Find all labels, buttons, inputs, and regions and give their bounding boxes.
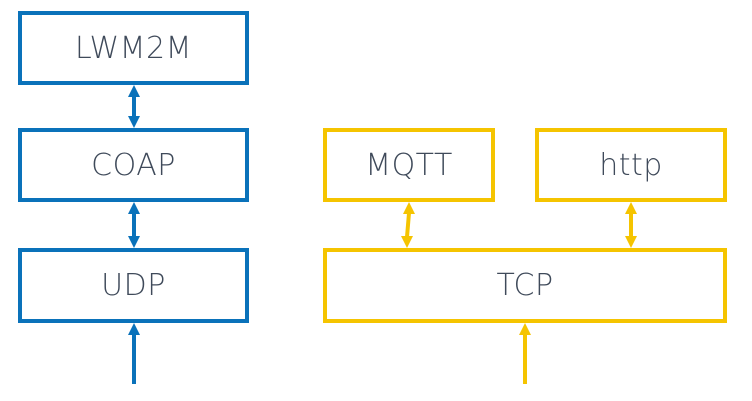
udp-label: UDP bbox=[101, 268, 166, 303]
mqtt-label: MQTT bbox=[365, 147, 453, 183]
http-tcp-arrow bbox=[625, 202, 637, 248]
tcp-label: TCP bbox=[496, 268, 554, 303]
lwm2m-box: LWM2M bbox=[18, 11, 249, 85]
mqtt-tcp-arrow bbox=[401, 202, 415, 248]
coap-box: COAP bbox=[18, 128, 249, 202]
coap-label: COAP bbox=[91, 147, 176, 183]
udp-box: UDP bbox=[18, 248, 249, 323]
http-box: http bbox=[535, 128, 727, 202]
udp-input-arrow bbox=[128, 323, 140, 384]
lwm2m-label: LWM2M bbox=[75, 30, 192, 66]
http-label: http bbox=[599, 147, 663, 183]
coap-udp-arrow bbox=[128, 202, 140, 248]
lwm2m-coap-arrow bbox=[128, 85, 140, 128]
tcp-input-arrow bbox=[519, 323, 531, 384]
mqtt-box: MQTT bbox=[323, 128, 495, 202]
tcp-box: TCP bbox=[323, 248, 727, 323]
